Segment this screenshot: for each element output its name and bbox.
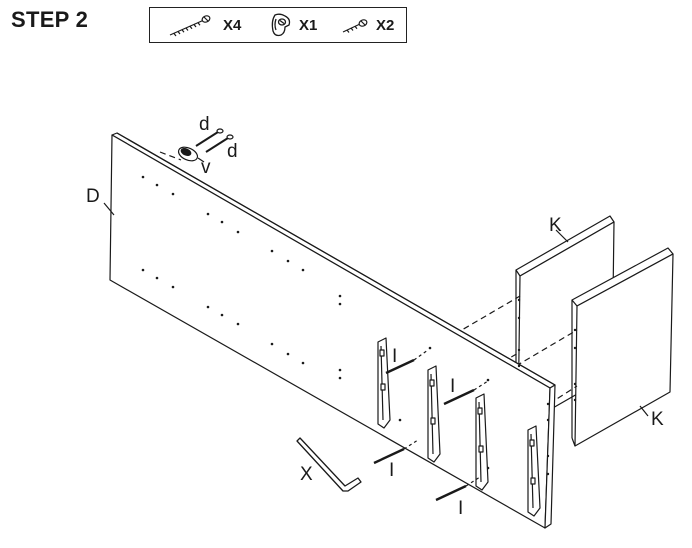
bracket-screw-1 — [385, 349, 429, 375]
bracket-4 — [527, 425, 541, 517]
cam-screws-d — [195, 128, 234, 153]
screw-d-label-1: d — [199, 114, 210, 135]
allen-key-label: X — [300, 464, 313, 485]
short-screw-icon — [342, 19, 368, 33]
cam-lock-qty: X1 — [299, 17, 318, 34]
cam-v-label: v — [201, 157, 211, 178]
screw-d-label-2: d — [227, 141, 238, 162]
short-screw-qty: X2 — [376, 17, 395, 34]
bracket-1 — [377, 337, 391, 429]
bracket-2 — [427, 365, 441, 463]
parts-legend: X4 X1 X2 — [149, 7, 407, 43]
bracket-screw-label-2: I — [450, 376, 455, 397]
panel-k-label-2: K — [651, 409, 664, 430]
panel-k-label-1: K — [549, 215, 562, 236]
long-screw-icon — [169, 15, 211, 37]
long-panel-d — [109, 132, 556, 529]
bracket-screw-label-1: I — [392, 346, 397, 367]
panel-holes — [141, 175, 577, 476]
long-screw-qty: X4 — [223, 17, 242, 34]
bracket-screw-label-3: I — [389, 460, 394, 481]
bracket-screw-label-4: I — [458, 498, 463, 519]
bracket-3 — [475, 393, 489, 491]
bracket-screw-2 — [443, 380, 489, 406]
allen-key-x — [296, 437, 362, 492]
cam-lock-v — [177, 146, 205, 163]
bracket-screw-4 — [435, 476, 481, 502]
side-panel-k-front — [571, 247, 674, 447]
bracket-screw-3 — [373, 439, 419, 465]
panel-d-label: D — [86, 186, 100, 207]
cam-lock-icon — [271, 13, 291, 37]
step-title: STEP 2 — [11, 7, 89, 32]
